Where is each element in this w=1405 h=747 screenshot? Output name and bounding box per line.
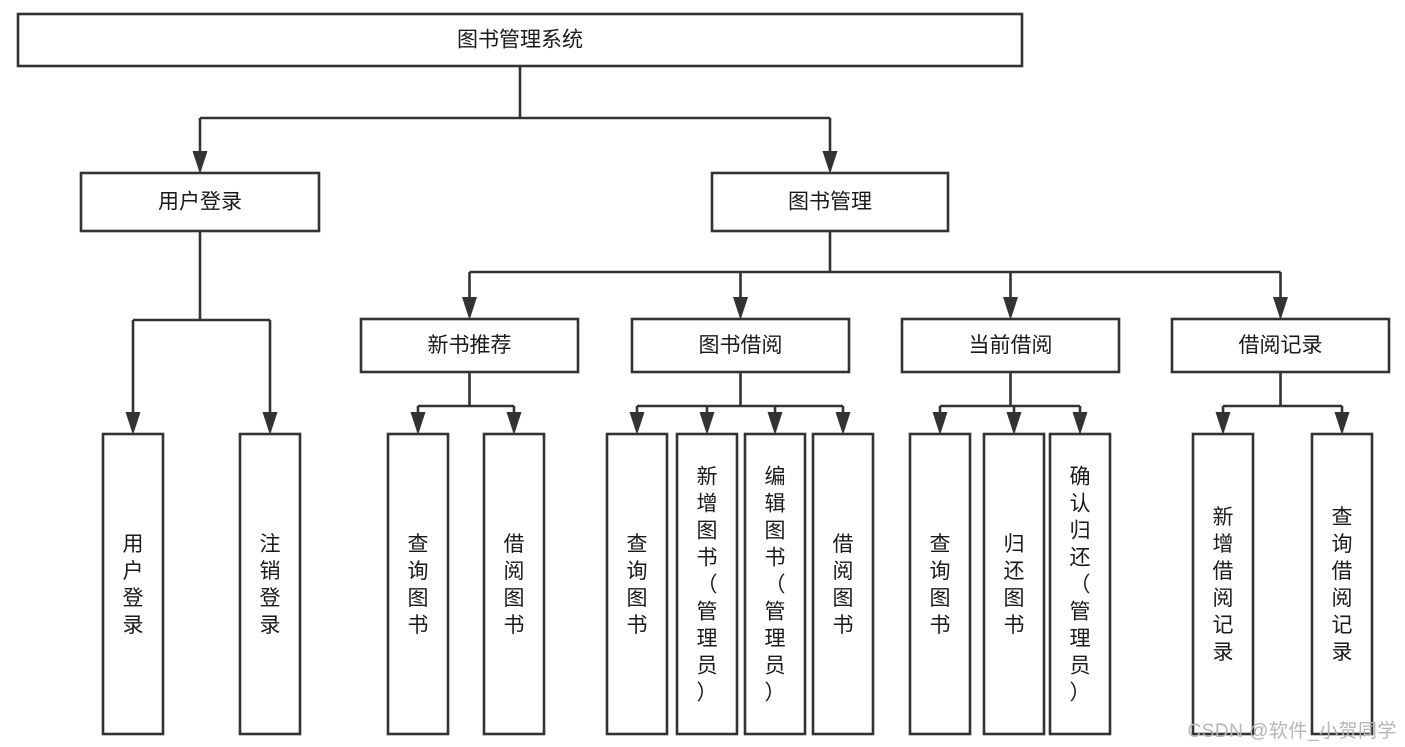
node-label: 查询图书 — [408, 533, 429, 637]
node-box — [1310, 432, 1374, 736]
node-box — [675, 432, 739, 736]
node-l2_3[interactable]: 借阅记录 — [1170, 317, 1391, 374]
arrow-head-icon — [822, 151, 838, 174]
node-label: 新增图书（管理员） — [697, 466, 718, 705]
connector-group-l2_1 — [629, 372, 851, 435]
node-label: 图书管理系统 — [457, 29, 583, 52]
arrow-head-icon — [733, 297, 748, 320]
node-b_2[interactable]: 编辑图书（管理员） — [743, 432, 807, 736]
arrow-head-icon — [125, 412, 141, 435]
node-label: 新书推荐 — [428, 334, 512, 357]
node-label: 用户登录 — [158, 191, 242, 214]
node-box — [238, 432, 302, 736]
node-u_1[interactable]: 注销登录 — [238, 432, 302, 736]
node-box — [900, 317, 1121, 374]
node-label: 当前借阅 — [969, 334, 1053, 357]
connector-group-l2_2 — [932, 372, 1088, 435]
node-label: 借阅图书 — [504, 533, 525, 637]
arrow-head-icon — [932, 412, 948, 435]
node-label: 查询图书 — [627, 533, 648, 637]
node-box — [1170, 317, 1391, 374]
node-label: 借阅记录 — [1239, 334, 1323, 357]
connector-group-l2_3 — [1215, 372, 1350, 435]
node-r_0[interactable]: 新增借阅记录 — [1191, 432, 1255, 736]
node-l1_1[interactable]: 图书管理 — [710, 171, 950, 233]
node-box — [1191, 432, 1255, 736]
arrow-head-icon — [699, 412, 715, 435]
arrow-head-icon — [835, 412, 851, 435]
node-label: 确认归还（管理员） — [1070, 466, 1091, 705]
arrow-head-icon — [1215, 412, 1231, 435]
node-box — [710, 171, 950, 233]
node-box — [482, 432, 546, 736]
node-label: 查询图书 — [930, 533, 951, 637]
connector-layer — [125, 66, 1350, 435]
node-b_3[interactable]: 借阅图书 — [811, 432, 875, 736]
connector-group-root — [192, 66, 838, 174]
node-c_2[interactable]: 确认归还（管理员） — [1048, 432, 1112, 736]
node-n_1[interactable]: 借阅图书 — [482, 432, 546, 736]
node-box — [630, 317, 851, 374]
arrow-head-icon — [1003, 297, 1018, 320]
node-box — [386, 432, 450, 736]
node-b_0[interactable]: 查询图书 — [605, 432, 669, 736]
node-l2_2[interactable]: 当前借阅 — [900, 317, 1121, 374]
node-box — [359, 317, 580, 374]
node-b_1[interactable]: 新增图书（管理员） — [675, 432, 739, 736]
node-box — [743, 432, 807, 736]
arrow-head-icon — [1072, 412, 1088, 435]
node-box — [79, 171, 321, 233]
node-label: 借阅图书 — [833, 533, 854, 637]
node-box — [811, 432, 875, 736]
arrow-head-icon — [629, 412, 645, 435]
node-box — [16, 12, 1024, 68]
node-box — [605, 432, 669, 736]
arrow-head-icon — [767, 412, 783, 435]
arrow-head-icon — [1334, 412, 1350, 435]
node-c_1[interactable]: 归还图书 — [982, 432, 1046, 736]
node-box — [982, 432, 1046, 736]
node-r_1[interactable]: 查询借阅记录 — [1310, 432, 1374, 736]
arrow-head-icon — [410, 412, 426, 435]
node-l2_1[interactable]: 图书借阅 — [630, 317, 851, 374]
node-label: 注销登录 — [260, 533, 281, 637]
node-l1_0[interactable]: 用户登录 — [79, 171, 321, 233]
node-label: 归还图书 — [1004, 533, 1025, 637]
node-label: 图书管理 — [788, 191, 872, 214]
arrow-head-icon — [462, 297, 477, 320]
node-label: 图书借阅 — [699, 334, 783, 357]
node-label: 查询借阅记录 — [1332, 506, 1353, 664]
node-box — [1048, 432, 1112, 736]
connector-group-l2_0 — [410, 372, 522, 435]
node-l2_0[interactable]: 新书推荐 — [359, 317, 580, 374]
connector-group-l1_1 — [462, 231, 1288, 320]
arrow-head-icon — [262, 412, 278, 435]
node-c_0[interactable]: 查询图书 — [908, 432, 972, 736]
connector-group-l1_0 — [125, 231, 278, 435]
arrow-head-icon — [506, 412, 522, 435]
node-u_0[interactable]: 用户登录 — [101, 432, 165, 736]
node-label: 新增借阅记录 — [1213, 506, 1234, 664]
arrow-head-icon — [1006, 412, 1022, 435]
node-n_0[interactable]: 查询图书 — [386, 432, 450, 736]
node-label: 用户登录 — [123, 533, 144, 637]
node-box — [101, 432, 165, 736]
arrow-head-icon — [1273, 297, 1288, 320]
node-box — [908, 432, 972, 736]
node-root[interactable]: 图书管理系统 — [16, 12, 1024, 68]
node-label: 编辑图书（管理员） — [765, 466, 786, 705]
arrow-head-icon — [192, 151, 208, 174]
node-layer: 图书管理系统用户登录图书管理新书推荐图书借阅当前借阅借阅记录用户登录注销登录查询… — [16, 12, 1391, 736]
